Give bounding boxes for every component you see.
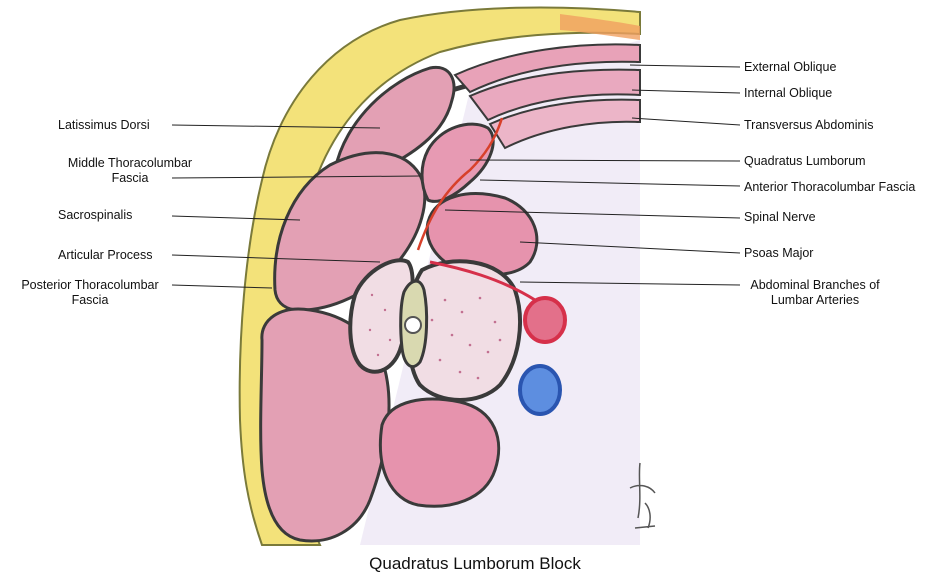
label-abdominal-branches-line2: Lumbar Arteries — [730, 293, 900, 308]
label-middle-thoracolumbar-line1: Middle Thoracolumbar — [50, 156, 210, 171]
label-posterior-thoracolumbar-line2: Fascia — [0, 293, 180, 308]
label-posterior-thoracolumbar-fascia: Posterior Thoracolumbar Fascia — [0, 278, 180, 308]
vena-cava — [520, 366, 560, 414]
label-sacrospinalis: Sacrospinalis — [58, 208, 132, 223]
label-abdominal-branches: Abdominal Branches of Lumbar Arteries — [730, 278, 900, 308]
lower-muscle — [380, 399, 498, 506]
label-spinal-nerve: Spinal Nerve — [744, 210, 816, 225]
spinal-cord — [405, 317, 421, 333]
label-middle-thoracolumbar-line2: Fascia — [50, 171, 210, 186]
label-articular-process: Articular Process — [58, 248, 152, 263]
label-abdominal-branches-line1: Abdominal Branches of — [730, 278, 900, 293]
label-anterior-thoracolumbar-fascia: Anterior Thoracolumbar Fascia — [744, 180, 915, 195]
label-external-oblique: External Oblique — [744, 60, 836, 75]
label-middle-thoracolumbar-fascia: Middle Thoracolumbar Fascia — [50, 156, 210, 186]
aorta — [525, 298, 565, 342]
label-psoas-major: Psoas Major — [744, 246, 813, 261]
figure-caption: Quadratus Lumborum Block — [0, 554, 950, 574]
label-internal-oblique: Internal Oblique — [744, 86, 832, 101]
label-latissimus-dorsi: Latissimus Dorsi — [58, 118, 150, 133]
label-posterior-thoracolumbar-line1: Posterior Thoracolumbar — [0, 278, 180, 293]
artist-signature — [620, 458, 670, 538]
label-transversus-abdominis: Transversus Abdominis — [744, 118, 873, 133]
label-quadratus-lumborum: Quadratus Lumborum — [744, 154, 866, 169]
